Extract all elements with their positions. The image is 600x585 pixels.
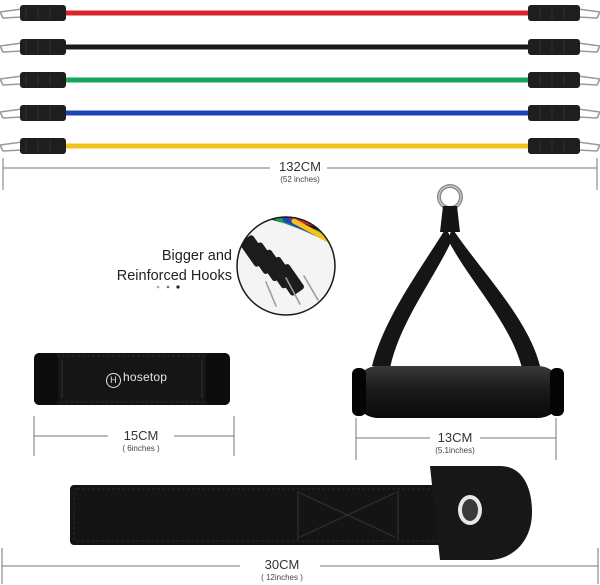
anchor-length-inches: ( 12inches ) bbox=[261, 573, 303, 582]
band-length-inches: (52 inches) bbox=[280, 175, 320, 184]
handle-length-inches: (5.1inches) bbox=[435, 446, 475, 455]
hooks-callout: Bigger and Reinforced Hooks bbox=[100, 246, 232, 286]
band-end-cap-left bbox=[20, 72, 66, 88]
anchor-length-label: 30CM bbox=[264, 557, 300, 572]
callout-line-2: Reinforced Hooks bbox=[116, 268, 232, 284]
band-end-cap-left bbox=[20, 138, 66, 154]
band-blue bbox=[0, 105, 600, 121]
ankle-strap bbox=[34, 353, 230, 405]
band-end-cap-right bbox=[528, 105, 580, 121]
exercise-handle bbox=[352, 184, 564, 418]
strap-brand-name: hosetop bbox=[123, 370, 168, 384]
band-end-cap-left bbox=[20, 5, 66, 21]
handle-length-label: 13CM bbox=[437, 430, 473, 445]
handle-dimension-line bbox=[355, 418, 557, 460]
band-yellow bbox=[0, 138, 600, 154]
callout-dots bbox=[156, 285, 180, 289]
ankle-strap-length-inches: ( 6inches ) bbox=[122, 444, 160, 453]
band-end-cap-right bbox=[528, 39, 580, 55]
band-end-cap-left bbox=[20, 39, 66, 55]
band-end-cap-right bbox=[528, 138, 580, 154]
callout-line-1: Bigger and bbox=[161, 248, 232, 264]
band-black bbox=[0, 39, 600, 55]
band-end-cap-right bbox=[528, 5, 580, 21]
band-length-label: 132CM bbox=[279, 159, 321, 174]
band-end-cap-left bbox=[20, 105, 66, 121]
band-green bbox=[0, 72, 600, 88]
band-end-cap-right bbox=[528, 72, 580, 88]
band-dimension-line bbox=[2, 158, 598, 190]
brand-mark-icon: H bbox=[106, 373, 121, 388]
ankle-strap-length-label: 15CM bbox=[123, 428, 159, 443]
resistance-bands bbox=[0, 5, 600, 154]
door-anchor bbox=[70, 466, 532, 560]
ankle-dimension-line bbox=[33, 416, 235, 456]
band-red bbox=[0, 5, 600, 21]
zoom-band-ends bbox=[240, 217, 335, 307]
hook-zoom-circle bbox=[236, 216, 336, 316]
anchor-dimension-line bbox=[1, 548, 599, 584]
